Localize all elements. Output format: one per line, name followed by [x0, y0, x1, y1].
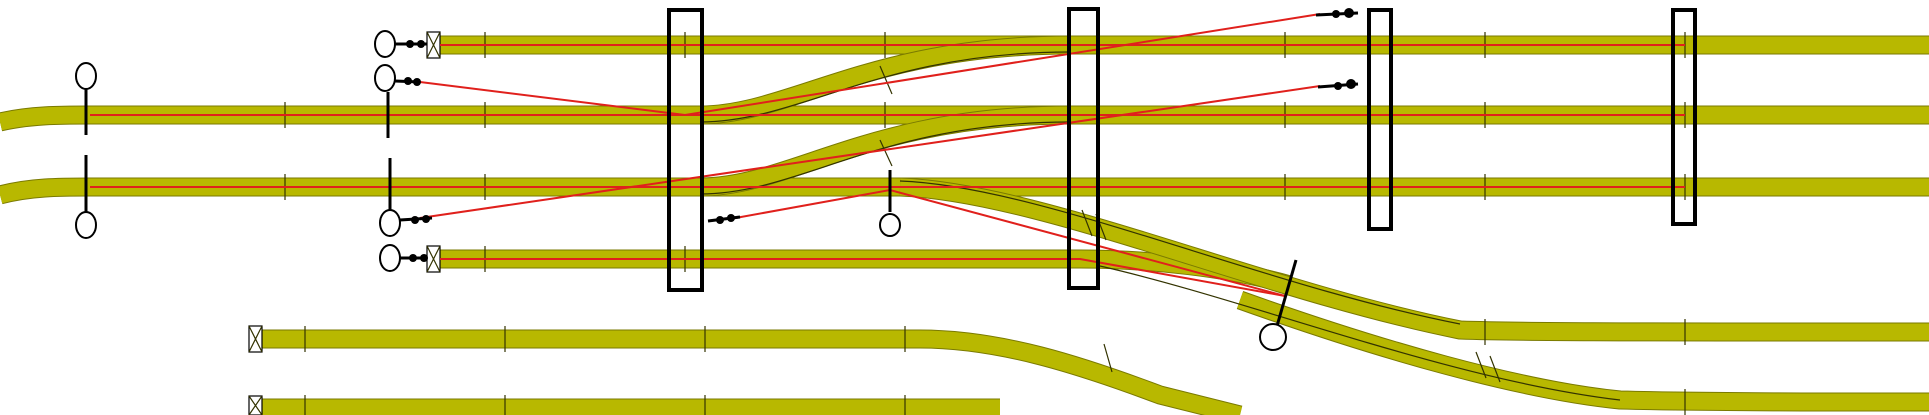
signal-frame-3-upper[interactable]	[1315, 8, 1359, 18]
signal-frame-3-lower[interactable]	[1317, 79, 1359, 90]
frame-2[interactable]	[1067, 7, 1100, 290]
frame-3[interactable]	[1367, 8, 1393, 231]
frames	[667, 7, 1697, 292]
track-3[interactable]	[0, 178, 1929, 204]
buffer-stops	[248, 31, 441, 415]
signal-left-upper[interactable]	[75, 62, 97, 135]
buffer-stop-track-6	[248, 395, 263, 415]
frame-4[interactable]	[1671, 8, 1697, 226]
signal-track-3-head[interactable]	[379, 158, 433, 237]
diverging-line[interactable]	[899, 178, 1929, 341]
buffer-stop-track-1	[426, 31, 441, 59]
track-centerlines	[699, 51, 1621, 401]
signal-frame-1-right[interactable]	[707, 214, 741, 224]
signal-track-2-head[interactable]	[374, 64, 421, 138]
signal-diverging[interactable]	[1259, 259, 1298, 351]
signal-mid[interactable]	[879, 170, 901, 237]
route-track-4[interactable]	[440, 258, 1286, 297]
crossover-b[interactable]	[699, 106, 1071, 196]
route-signal-2b[interactable]	[419, 85, 1321, 219]
route-signal-2a[interactable]	[419, 13, 1321, 117]
track-5[interactable]	[262, 330, 1243, 415]
signal-track-1-head[interactable]	[374, 30, 427, 58]
frame-1[interactable]	[667, 8, 704, 292]
diverging-line-lower-edge	[1236, 291, 1929, 412]
buffer-stop-track-5	[248, 325, 263, 353]
routes	[90, 13, 1685, 297]
signal-left-lower[interactable]	[75, 155, 97, 239]
signals	[75, 8, 1359, 351]
track-2[interactable]	[0, 106, 1929, 131]
signal-track-4-head[interactable]	[379, 244, 428, 272]
tracks	[0, 35, 1929, 415]
track-joints	[284, 32, 1686, 415]
buffer-stop-track-4	[426, 245, 441, 273]
crossover-a[interactable]	[699, 36, 1071, 124]
